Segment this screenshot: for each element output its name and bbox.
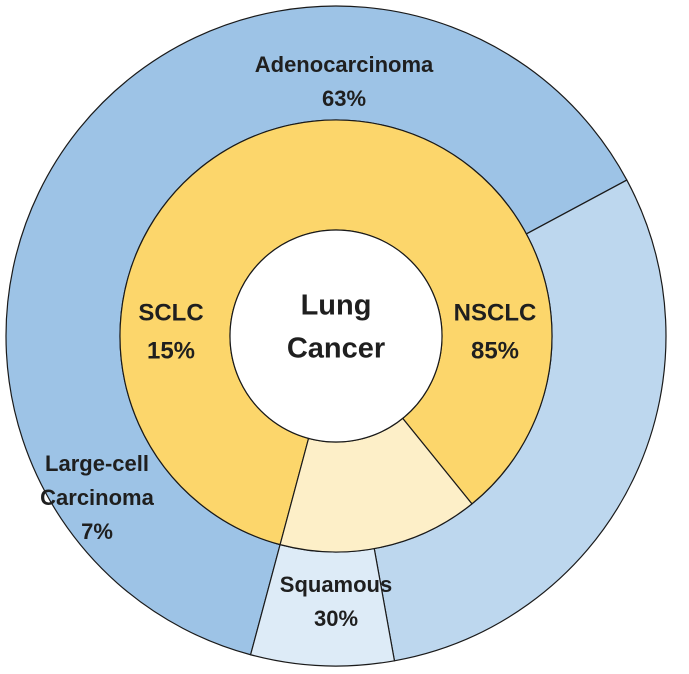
outer-ring: [5, 5, 667, 667]
center-label-line2: Cancer: [287, 333, 385, 365]
inner-label-nsclc-value: 85%: [471, 337, 519, 364]
center-hole: [229, 229, 443, 443]
outer-label-adenocarcinoma-name: Adenocarcinoma: [255, 52, 434, 77]
inner-label-nsclc-name: NSCLC: [454, 299, 537, 326]
outer-label-large-cell-line2: Carcinoma: [40, 485, 154, 510]
outer-label-large-cell-line1: Large-cell: [45, 451, 149, 476]
center-label-line1: Lung: [301, 290, 372, 322]
outer-label-squamous-name: Squamous: [280, 572, 392, 597]
inner-label-sclc-value: 15%: [147, 337, 195, 364]
outer-label-large-cell-value: 7%: [81, 519, 113, 544]
outer-label-adenocarcinoma-value: 63%: [322, 86, 366, 111]
inner-label-sclc-name: SCLC: [138, 299, 203, 326]
outer-label-squamous-value: 30%: [314, 606, 358, 631]
